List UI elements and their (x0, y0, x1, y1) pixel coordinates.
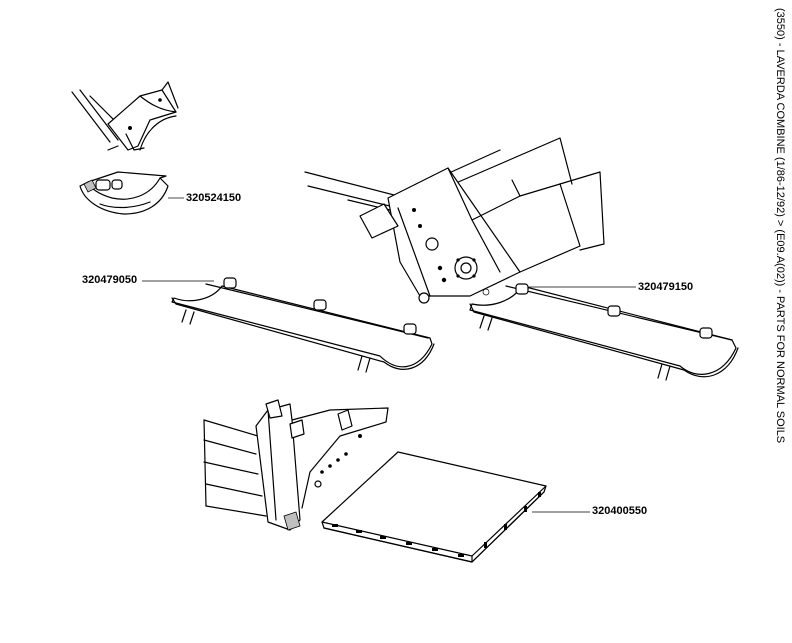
hub-flange (454, 256, 478, 280)
part-trough-left (171, 277, 435, 373)
page-title: (3550) - LAVERDA COMBINE (1/86-12/92) > … (774, 8, 786, 444)
upper-bracket-assembly (71, 81, 179, 151)
chassis-frame (304, 137, 605, 304)
part-number-320400550: 320400550 (592, 505, 648, 517)
part-plate (321, 451, 547, 563)
part-cover-small (79, 171, 169, 215)
part-trough-right (469, 283, 739, 381)
part-number-320479150: 320479150 (638, 281, 694, 293)
lower-frame-assembly (203, 399, 389, 531)
part-number-320479050: 320479050 (82, 274, 138, 286)
part-number-320524150: 320524150 (186, 192, 242, 204)
